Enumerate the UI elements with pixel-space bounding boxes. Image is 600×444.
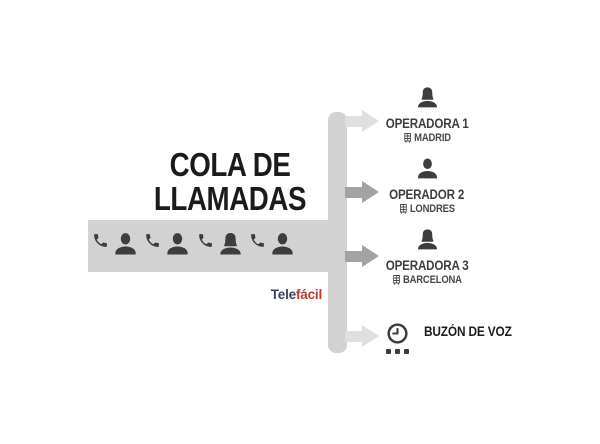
male-caller-icon <box>272 233 293 255</box>
caller-item <box>249 229 297 263</box>
female-operator-icon <box>417 229 437 250</box>
operator-1-city: MADRID <box>403 132 451 144</box>
distribution-bar <box>328 112 347 353</box>
operator-3-block: OPERADORA 3 BARCELONA <box>369 226 485 286</box>
operator-2-city: LONDRES <box>399 203 455 215</box>
brand-text-primary: Tele <box>270 287 296 302</box>
operator-2-block: OPERADOR 2 LONDRES <box>369 155 485 215</box>
brand-logo: Telefácil <box>200 287 322 302</box>
operator-2-label: OPERADOR 2 <box>389 187 465 202</box>
arrow-shaft <box>345 250 362 262</box>
building-icon <box>403 133 411 143</box>
phone-icon <box>146 234 160 247</box>
caller-item <box>197 229 245 263</box>
brand-text-secondary: fácil <box>295 287 322 302</box>
operator-2-city-label: LONDRES <box>409 203 455 215</box>
operator-1-label: OPERADORA 1 <box>385 116 469 131</box>
female-operator-icon <box>417 87 437 108</box>
arrow-to-operator-2 <box>345 181 379 203</box>
building-icon <box>392 275 400 285</box>
arrow-head <box>362 245 379 267</box>
building-icon <box>399 204 407 214</box>
male-operator-icon <box>417 158 437 179</box>
operator-3-label: OPERADORA 3 <box>385 258 469 273</box>
page-title: COLA DE LLAMADAS <box>129 148 331 216</box>
arrow-shaft <box>345 115 362 127</box>
clock-icon <box>387 323 408 344</box>
operator-3-city: BARCELONA <box>392 274 462 286</box>
caller-item <box>144 229 192 263</box>
voicemail-label: BUZÓN DE VOZ <box>424 324 512 339</box>
male-caller-icon <box>115 233 136 255</box>
arrow-shaft <box>345 186 362 198</box>
arrow-head <box>362 181 379 203</box>
title-line-2: LLAMADAS <box>153 180 307 217</box>
arrow-head <box>362 110 379 132</box>
arrow-head <box>362 325 379 347</box>
arrow-to-operator-1 <box>345 110 379 132</box>
phone-icon <box>251 234 264 247</box>
operator-1-block: OPERADORA 1 MADRID <box>369 84 485 144</box>
title-line-1: COLA DE <box>169 146 291 183</box>
voicemail-block <box>386 322 409 354</box>
ellipsis-dots-icon <box>386 349 409 354</box>
arrow-shaft <box>345 330 362 342</box>
operator-3-city-label: BARCELONA <box>402 274 462 286</box>
arrow-to-operator-3 <box>345 245 379 267</box>
female-caller-icon <box>220 232 241 255</box>
arrow-to-voicemail <box>345 325 379 347</box>
caller-queue <box>92 229 297 263</box>
phone-icon <box>94 234 107 247</box>
caller-item <box>92 229 140 263</box>
phone-icon <box>198 234 212 247</box>
male-caller-icon <box>167 233 188 255</box>
operator-1-city-label: MADRID <box>413 132 451 144</box>
